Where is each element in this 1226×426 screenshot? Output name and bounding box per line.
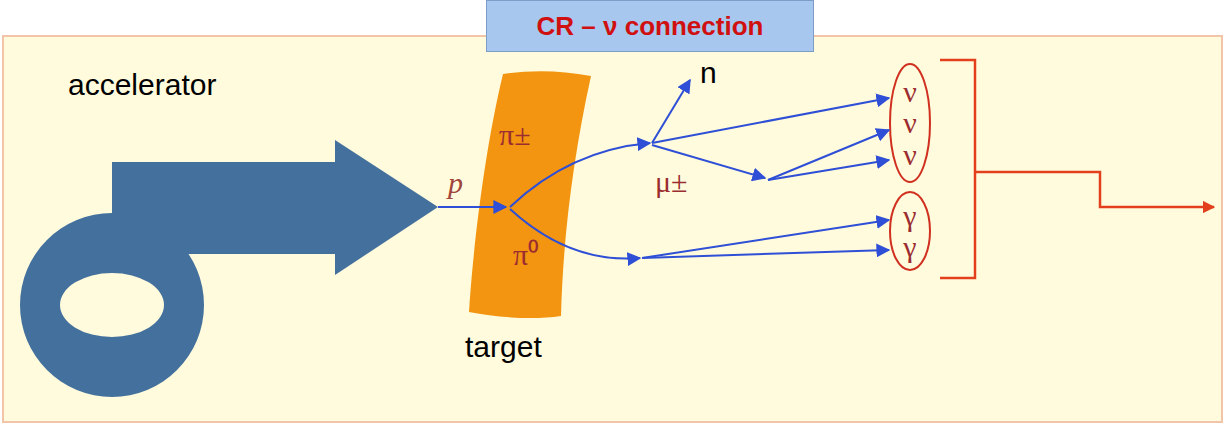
title-text: CR – ν connection bbox=[537, 11, 764, 42]
particle-label: μ± bbox=[655, 165, 688, 198]
particle-symbol: ν bbox=[903, 76, 917, 108]
neutrino-track bbox=[768, 130, 889, 180]
neutron-track bbox=[652, 80, 690, 143]
bracket bbox=[940, 60, 1214, 278]
gamma-track bbox=[642, 250, 889, 258]
gamma-group: γγ bbox=[888, 190, 932, 272]
title-box: CR – ν connection bbox=[486, 0, 814, 52]
particle-symbol: γ bbox=[903, 200, 916, 232]
particle-symbol: ν bbox=[903, 107, 917, 139]
neutrino-track bbox=[768, 160, 889, 180]
pion-track bbox=[510, 209, 640, 259]
gamma-track bbox=[642, 220, 889, 258]
particle-symbol: ν bbox=[903, 139, 917, 171]
neutrino-track bbox=[652, 98, 889, 143]
target-blob: π± π⁰ target bbox=[455, 68, 605, 368]
accelerator-icon bbox=[20, 140, 438, 397]
target-shape bbox=[455, 68, 605, 368]
neutrino-group: ννν bbox=[888, 62, 932, 184]
accelerator-label: accelerator bbox=[68, 68, 216, 101]
particle-symbol: γ bbox=[903, 231, 916, 263]
particle-label: p bbox=[448, 166, 463, 199]
particle-label: π± bbox=[499, 118, 531, 151]
panel bbox=[3, 36, 1222, 422]
particle-label: π⁰ bbox=[513, 238, 539, 271]
particle-label: n bbox=[700, 56, 717, 89]
pion-track bbox=[510, 143, 650, 207]
target-label: target bbox=[465, 330, 542, 363]
proton-track bbox=[438, 206, 506, 208]
